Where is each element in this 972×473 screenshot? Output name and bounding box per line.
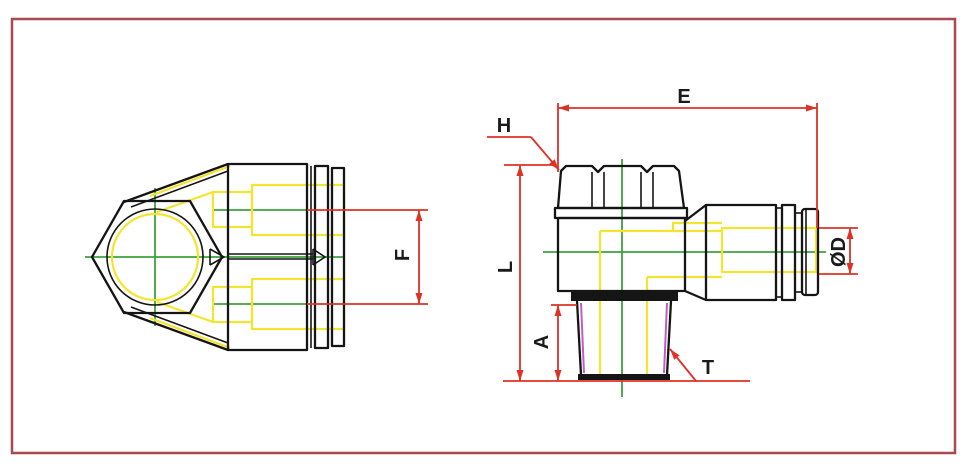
collet-ring bbox=[780, 203, 797, 302]
body-cylinder bbox=[226, 162, 309, 352]
dim-label-OD: ØD bbox=[828, 237, 850, 267]
right-view-internal-bore bbox=[598, 221, 818, 374]
left-view-end-view: F bbox=[85, 162, 428, 352]
thread-crest-circle bbox=[106, 208, 204, 306]
dim-label-H: H bbox=[497, 115, 511, 137]
right-view-outline bbox=[553, 164, 820, 380]
thread-relief-groove bbox=[571, 292, 678, 301]
collet-ring-2 bbox=[330, 166, 346, 348]
leader-T: T bbox=[669, 348, 714, 382]
dim-label-E: E bbox=[677, 86, 690, 108]
hex-head bbox=[556, 164, 686, 210]
right-view-side-view: E H L A T bbox=[487, 86, 858, 397]
dim-label-L: L bbox=[495, 261, 517, 273]
collet-ring-1 bbox=[313, 164, 330, 350]
dim-label-F: F bbox=[392, 249, 414, 261]
dimension-A: A bbox=[531, 304, 577, 381]
dimension-OD: ØD bbox=[819, 227, 858, 275]
dim-label-A: A bbox=[531, 335, 553, 349]
thread-stem-right bbox=[665, 300, 673, 376]
release-ring bbox=[800, 207, 820, 297]
body-block bbox=[556, 216, 687, 293]
left-view-outline bbox=[90, 162, 346, 352]
leader-H: H bbox=[487, 115, 560, 171]
thread-stem-end bbox=[578, 374, 670, 380]
dimension-L: L bbox=[495, 164, 750, 382]
drawing-frame-border bbox=[10, 17, 957, 455]
hex-collar bbox=[553, 206, 689, 220]
thread-stem-left bbox=[575, 300, 583, 376]
left-view-centerlines bbox=[85, 188, 344, 326]
dimension-E: E bbox=[557, 86, 818, 228]
dimension-F: F bbox=[307, 209, 428, 305]
dim-label-T: T bbox=[702, 357, 714, 379]
thread-lines bbox=[580, 302, 668, 374]
